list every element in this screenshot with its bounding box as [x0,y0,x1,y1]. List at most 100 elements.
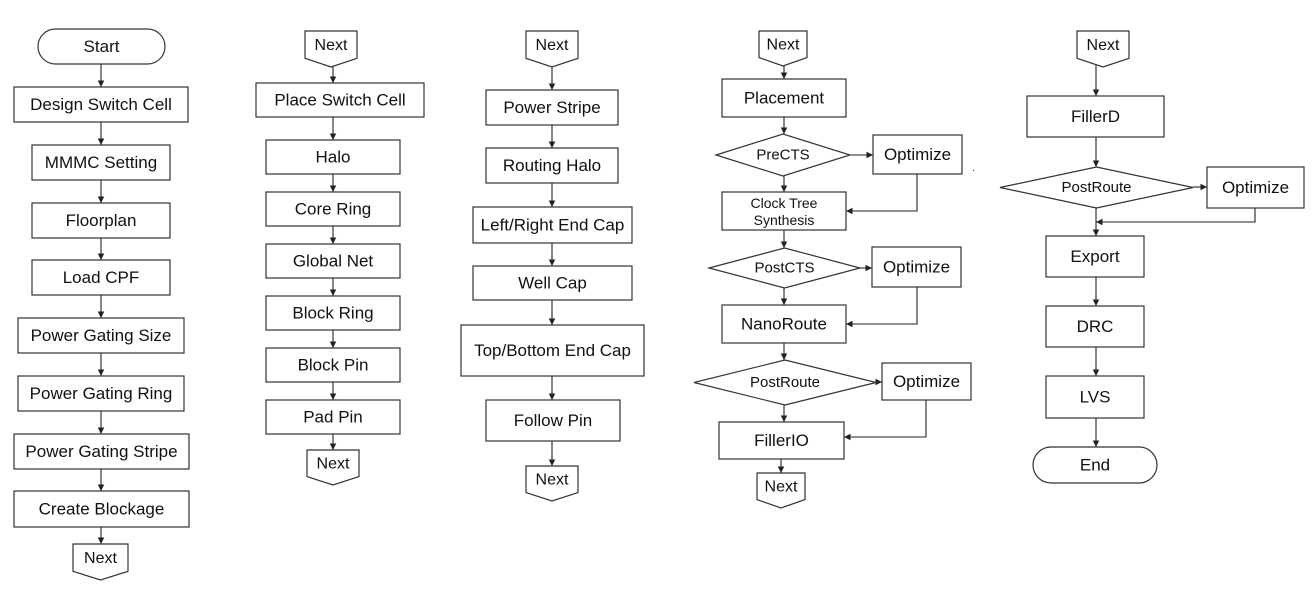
connector-arrow-42 [1096,208,1256,226]
c4-next-out-offpage-shape [756,472,806,509]
c2-next-in-node: Next [304,30,358,68]
c4-placement-node: Placement [721,78,847,118]
c4-clock-tree-synthesis-label-line2: Synthesis [754,212,815,228]
c5-lvs-label: LVS [1080,388,1111,407]
c2-core-ring-label: Core Ring [295,200,372,219]
c5-next-in-node: Next [1076,30,1130,68]
c5-export-process-shape [1045,235,1145,278]
c4-clock-tree-synthesis-label: Clock Tree [751,195,818,211]
c3-routing-halo-process-shape [485,147,619,184]
c4-next-in-label: Next [767,37,800,54]
c3-top-bottom-end-cap-process-shape [460,324,645,377]
c4-optimize-3-label: Optimize [893,372,960,391]
c1-design-switch-cell-process-shape [13,86,189,123]
c1-start-label: Start [84,37,120,56]
connector-arrow-37 [844,400,927,441]
c2-global-net-process-shape [265,243,401,279]
c3-next-out-offpage-shape [525,465,579,502]
c1-power-gating-size-node: Power Gating Size [17,317,185,354]
c5-optimize-node: Optimize [1206,166,1305,209]
c4-nanoroute-node: NanoRoute [721,304,847,344]
c2-block-ring-label: Block Ring [292,304,373,323]
c4-optimize-1-label: Optimize [884,145,951,164]
c2-core-ring-node: Core Ring [265,191,401,227]
c4-optimize-2-process-shape [871,246,962,288]
c1-start-terminator-shape [37,28,166,65]
c3-follow-pin-process-shape [485,399,621,442]
c2-block-ring-node: Block Ring [265,295,401,331]
c2-block-pin-process-shape [265,347,401,383]
c1-create-blockage-process-shape [13,490,190,528]
c4-placement-label: Placement [744,89,825,108]
c2-pad-pin-node: Pad Pin [265,399,401,435]
c1-floorplan-label: Floorplan [66,211,137,230]
c1-next-out-offpage-shape [72,543,129,581]
c3-next-in-label: Next [536,37,569,54]
c1-create-blockage-label: Create Blockage [39,500,165,519]
c3-follow-pin-label: Follow Pin [514,411,592,430]
c5-end-label: End [1080,456,1110,475]
c3-power-stripe-node: Power Stripe [485,89,619,126]
c5-next-in-label: Next [1087,37,1120,54]
c3-well-cap-process-shape [472,265,633,301]
c4-optimize-1-process-shape [872,134,963,175]
c5-export-label: Export [1070,247,1119,266]
c2-next-out-node: Next [306,449,360,486]
c1-next-out-label: Next [84,550,117,567]
c2-next-in-label: Next [315,37,348,54]
c4-fillerio-process-shape [718,421,845,460]
c5-optimize-label: Optimize [1222,178,1289,197]
c4-optimize-2-label: Optimize [883,258,950,277]
c4-fillerio-node: FillerIO [718,421,845,460]
c5-postroute-label: PostRoute [1061,179,1131,196]
c2-next-out-label: Next [317,456,350,473]
c3-left-right-end-cap-label: Left/Right End Cap [481,216,625,235]
c1-design-switch-cell-node: Design Switch Cell [13,86,189,123]
c3-power-stripe-process-shape [485,89,619,126]
c2-next-in-offpage-shape [304,30,358,68]
c1-power-gating-ring-process-shape [17,375,185,412]
c3-left-right-end-cap-node: Left/Right End Cap [472,206,633,244]
connector-layer [97,59,1256,544]
c1-create-blockage-node: Create Blockage [13,490,190,528]
c1-floorplan-node: Floorplan [31,202,171,239]
c5-lvs-process-shape [1045,375,1145,419]
c5-postroute-decision-shape [999,166,1194,209]
c4-prects-node: PreCTS [713,133,853,177]
c5-export-node: Export [1045,235,1145,278]
c1-load-cpf-process-shape [31,259,171,296]
c5-fillerd-process-shape [1026,95,1165,138]
c1-next-out-node: Next [72,543,129,581]
c2-halo-process-shape [265,139,401,175]
c4-placement-process-shape [721,78,847,118]
c3-next-out-node: Next [525,465,579,502]
c4-optimize-3-process-shape [881,362,972,401]
c4-nanoroute-process-shape [721,304,847,344]
c1-power-gating-stripe-label: Power Gating Stripe [25,442,177,461]
c5-fillerd-node: FillerD [1026,95,1165,138]
c5-postroute-node: PostRoute [999,166,1194,209]
c1-power-gating-stripe-process-shape [13,433,190,470]
c2-place-switch-cell-label: Place Switch Cell [274,91,405,110]
connector-arrow-33 [846,287,918,328]
c2-global-net-label: Global Net [293,252,374,271]
c2-place-switch-cell-node: Place Switch Cell [255,82,425,118]
c4-postroute-label: PostRoute [750,374,820,391]
c2-halo-label: Halo [316,148,351,167]
c4-postcts-node: PostCTS [706,247,863,289]
c5-drc-node: DRC [1045,305,1145,348]
c5-drc-label: DRC [1077,317,1114,336]
c5-lvs-node: LVS [1045,375,1145,419]
c3-follow-pin-node: Follow Pin [485,399,621,442]
c5-end-node: End [1032,446,1158,484]
c1-power-gating-stripe-node: Power Gating Stripe [13,433,190,470]
c1-mmmc-setting-label: MMMC Setting [45,153,157,172]
c1-mmmc-setting-node: MMMC Setting [31,144,171,181]
c4-fillerio-label: FillerIO [754,431,809,450]
